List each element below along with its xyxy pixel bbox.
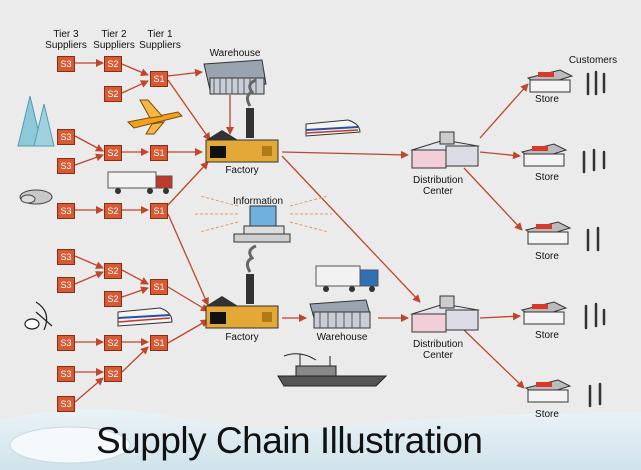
airplane-icon [126, 99, 183, 135]
arrow [121, 269, 149, 285]
warehouse-icon [309, 299, 371, 329]
arrow [74, 153, 104, 166]
ship-icon [277, 353, 388, 387]
supplier-s3: S3 [57, 56, 75, 72]
supplier-s3: S3 [57, 129, 75, 145]
pickaxe-icon [24, 301, 53, 331]
supplier-s2: S2 [104, 145, 122, 161]
arrow [74, 255, 104, 269]
ground-scene [0, 409, 641, 470]
supplier-s2: S2 [104, 263, 122, 279]
distribution-center-label: Distribution Center [412, 175, 464, 197]
supplier-s2: S2 [104, 86, 122, 102]
warehouse-label: Warehouse [209, 48, 261, 59]
store-label: Store [535, 251, 559, 262]
distribution-center-icon [410, 295, 480, 333]
arrow [74, 377, 104, 403]
supplier-s1: S1 [150, 145, 168, 161]
arrow [463, 329, 525, 389]
arrow [167, 79, 211, 141]
arrow [74, 135, 104, 152]
supplier-s3: S3 [57, 366, 75, 382]
truck-icon [107, 171, 173, 194]
store-icon [520, 301, 568, 325]
distribution-center-label: Distribution Center [412, 339, 464, 361]
supplier-s1: S1 [150, 279, 168, 295]
supplier-s1: S1 [150, 203, 168, 219]
supplier-s1: S1 [150, 335, 168, 351]
arrow [167, 161, 209, 206]
arrow [479, 83, 529, 139]
tier1-header: Tier 1 Suppliers [139, 29, 181, 51]
supplier-s3: S3 [57, 335, 75, 351]
supplier-s3: S3 [57, 158, 75, 174]
store-icon [526, 69, 574, 93]
arrow [167, 286, 209, 312]
store-icon [524, 221, 572, 245]
store-icon [524, 379, 572, 403]
arrow [121, 346, 149, 373]
store-label: Store [535, 409, 559, 420]
store-label: Store [535, 330, 559, 341]
warehouse-label: Warehouse [316, 332, 368, 343]
arrow [281, 150, 409, 159]
arrow [167, 68, 203, 77]
arrow [479, 312, 521, 321]
customers-label: Customers [568, 55, 618, 66]
customers-icon [582, 70, 606, 408]
tier2-header: Tier 2 Suppliers [93, 29, 135, 51]
arrow [479, 151, 521, 160]
arrow [167, 319, 209, 344]
truck-icon [315, 265, 379, 292]
factory-label: Factory [225, 165, 259, 176]
page-title: Supply Chain Illustration [96, 420, 483, 461]
arrow [121, 80, 149, 94]
store-label: Store [535, 172, 559, 183]
supplier-s3: S3 [57, 277, 75, 293]
warehouse-icon [203, 59, 267, 95]
flow-arrows [74, 59, 529, 403]
supplier-s3: S3 [57, 203, 75, 219]
factory-label: Factory [225, 332, 259, 343]
computer-icon [233, 205, 291, 243]
distribution-center-icon [410, 131, 480, 169]
information-label: Information [232, 196, 284, 207]
factory-icon [205, 78, 279, 163]
train-icon [117, 307, 173, 327]
supplier-s2: S2 [104, 366, 122, 382]
supplier-s2: S2 [104, 56, 122, 72]
arrow [74, 271, 104, 285]
snow-mound [9, 426, 131, 464]
supplier-s2: S2 [104, 291, 122, 307]
supplier-s1: S1 [150, 71, 168, 87]
arrow [167, 213, 209, 306]
supplier-s3: S3 [57, 249, 75, 265]
tier3-header: Tier 3 Suppliers [45, 29, 87, 51]
arrow [121, 63, 149, 76]
supplier-s2: S2 [104, 203, 122, 219]
arrow [463, 167, 523, 231]
arrow [121, 286, 149, 298]
trees-icon [17, 95, 55, 147]
store-icon [520, 143, 568, 167]
train-icon [305, 119, 361, 137]
supplier-s3: S3 [57, 396, 75, 412]
arrow [281, 155, 421, 303]
information-rays [195, 195, 332, 233]
supplier-s2: S2 [104, 335, 122, 351]
store-label: Store [535, 94, 559, 105]
rock-pile-icon [19, 189, 53, 205]
factory-icon [205, 244, 279, 329]
